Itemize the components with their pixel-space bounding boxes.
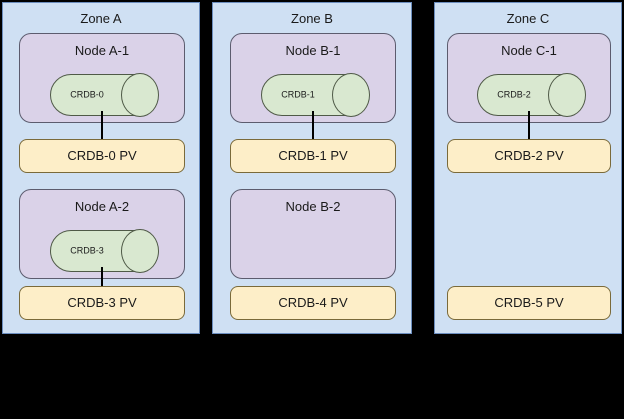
pod-crdb-2-label: CRDB-2: [497, 89, 531, 100]
pv-crdb-3-label: CRDB-3 PV: [67, 295, 137, 310]
pv-crdb-1-label: CRDB-1 PV: [278, 148, 348, 163]
node-c-1[interactable]: Node C-1 CRDB-2: [447, 33, 611, 123]
pod-cylinder-cap: [121, 73, 159, 117]
pv-crdb-4-label: CRDB-4 PV: [278, 295, 348, 310]
connector-crdb-0-to-pv: [101, 111, 103, 139]
pv-crdb-5[interactable]: CRDB-5 PV: [447, 286, 611, 320]
pv-crdb-0-label: CRDB-0 PV: [67, 148, 137, 163]
node-a-1[interactable]: Node A-1 CRDB-0: [19, 33, 185, 123]
zone-title-b: Zone B: [291, 11, 333, 26]
node-a-1-label: Node A-1: [74, 43, 130, 58]
zone-panel-b[interactable]: Zone B Node B-1 CRDB-1 CRDB-1 PV Node B-…: [212, 2, 412, 334]
node-b-1[interactable]: Node B-1 CRDB-1: [230, 33, 396, 123]
node-b-2[interactable]: Node B-2: [230, 189, 396, 279]
pod-crdb-3-label: CRDB-3: [70, 245, 104, 256]
pv-crdb-3[interactable]: CRDB-3 PV: [19, 286, 185, 320]
pod-cylinder-cap: [332, 73, 370, 117]
pod-crdb-3[interactable]: CRDB-3: [50, 229, 159, 273]
pod-crdb-2[interactable]: CRDB-2: [477, 73, 586, 117]
connector-crdb-3-to-pv: [101, 267, 103, 293]
node-b-2-label: Node B-2: [285, 199, 341, 214]
pod-cylinder-cap: [121, 229, 159, 273]
pod-crdb-0[interactable]: CRDB-0: [50, 73, 159, 117]
pv-crdb-1[interactable]: CRDB-1 PV: [230, 139, 396, 173]
connector-crdb-1-to-pv: [312, 111, 314, 139]
node-a-2-label: Node A-2: [74, 199, 130, 214]
pod-crdb-1-label: CRDB-1: [281, 89, 315, 100]
node-a-2[interactable]: Node A-2 CRDB-3: [19, 189, 185, 279]
pod-crdb-0-label: CRDB-0: [70, 89, 104, 100]
node-b-1-label: Node B-1: [285, 43, 341, 58]
pv-crdb-2-label: CRDB-2 PV: [494, 148, 564, 163]
zone-panel-c[interactable]: Zone C Node C-1 CRDB-2 CRDB-2 PV CRDB-5 …: [434, 2, 622, 334]
pod-crdb-1[interactable]: CRDB-1: [261, 73, 370, 117]
pv-crdb-0[interactable]: CRDB-0 PV: [19, 139, 185, 173]
pod-cylinder-cap: [548, 73, 586, 117]
node-c-1-label: Node C-1: [501, 43, 557, 58]
connector-crdb-2-to-pv: [528, 111, 530, 139]
pv-crdb-2[interactable]: CRDB-2 PV: [447, 139, 611, 173]
pv-crdb-5-label: CRDB-5 PV: [494, 295, 564, 310]
zone-panel-a[interactable]: Zone A Node A-1 CRDB-0 CRDB-0 PV Node A-…: [2, 2, 200, 334]
pv-crdb-4[interactable]: CRDB-4 PV: [230, 286, 396, 320]
zone-title-c: Zone C: [506, 11, 550, 26]
zone-title-a: Zone A: [80, 11, 122, 26]
